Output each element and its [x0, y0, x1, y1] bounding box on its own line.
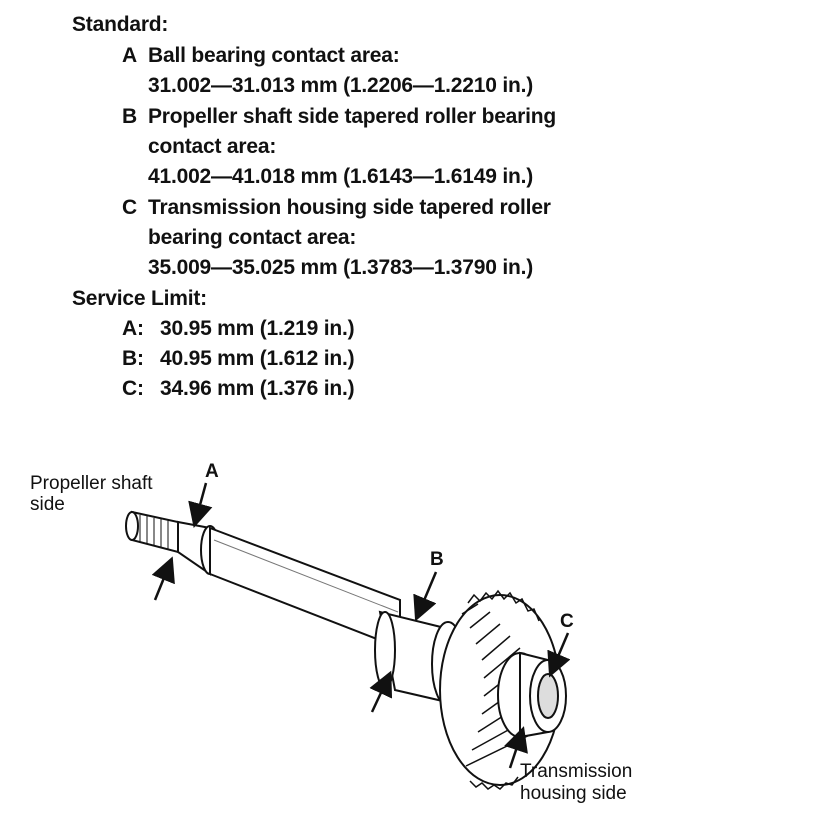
item-c-value: 35.009—35.025 mm (1.3783—1.3790 in.) — [148, 256, 534, 279]
transmission-housing-side-label-line1: Transmission — [520, 761, 633, 782]
callout-a: A — [205, 461, 219, 482]
limit-b-value: 40.95 mm (1.612 in.) — [160, 347, 355, 370]
arrow-c-bottom — [504, 726, 528, 769]
item-b-letter: B — [122, 105, 137, 128]
item-b-description-line1: Propeller shaft side tapered roller bear… — [148, 105, 557, 128]
arrow-a-bottom — [151, 556, 175, 601]
standard-heading: Standard: — [72, 13, 169, 36]
limit-c-value: 34.96 mm (1.376 in.) — [160, 377, 355, 400]
arrows — [151, 482, 571, 769]
item-b-value: 41.002—41.018 mm (1.6143—1.6149 in.) — [148, 165, 534, 188]
arrow-a-top — [188, 482, 213, 529]
bearing-seat-c — [497, 651, 567, 739]
item-a-value: 31.002—31.013 mm (1.2206—1.2210 in.) — [148, 74, 534, 97]
item-a-description: Ball bearing contact area: — [148, 44, 400, 67]
propeller-shaft-side-label-line2: side — [30, 494, 65, 515]
propeller-spline-end — [125, 510, 179, 554]
limit-c-letter: C: — [122, 377, 144, 400]
service-limit-heading: Service Limit: — [72, 287, 207, 310]
limit-a-letter: A: — [122, 317, 144, 340]
arrow-b-bottom — [369, 670, 393, 713]
item-c-description-line1: Transmission housing side tapered roller — [148, 196, 551, 219]
arrow-c-top — [547, 632, 571, 678]
item-a-letter: A — [122, 44, 137, 67]
transmission-housing-side-label-line2: housing side — [520, 783, 627, 804]
item-b-description-line2: contact area: — [148, 135, 277, 158]
arrow-b-top — [413, 571, 438, 622]
callout-b: B — [430, 549, 444, 570]
shaft-body — [209, 526, 401, 650]
limit-b-letter: B: — [122, 347, 144, 370]
item-c-description-line2: bearing contact area: — [148, 226, 357, 249]
item-c-letter: C — [122, 196, 137, 219]
callout-c: C — [560, 611, 574, 632]
limit-a-value: 30.95 mm (1.219 in.) — [160, 317, 355, 340]
propeller-shaft-side-label-line1: Propeller shaft — [30, 473, 153, 494]
